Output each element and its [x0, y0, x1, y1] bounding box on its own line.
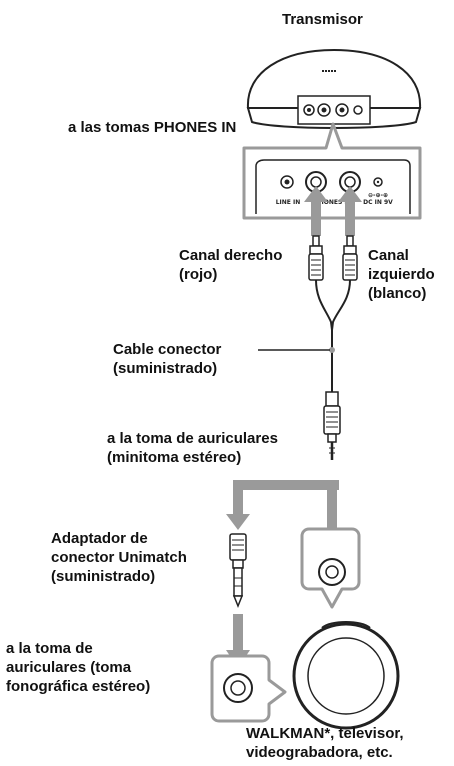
phones-in-callout: LINE IN PHONES IN DC IN 9V ⊖-⊕-⊕ [242, 122, 422, 220]
line-in-label: LINE IN [276, 199, 301, 206]
rca-plug-right [308, 235, 324, 281]
left-channel-label-2: izquierdo [368, 266, 435, 283]
adapter-supplied-label: (suministrado) [51, 568, 156, 585]
phono-jack-label: a la toma de [6, 640, 93, 657]
cable-callout-dot [329, 347, 335, 353]
phones-in-jacks-label: a las tomas PHONES IN [68, 119, 237, 136]
source-devices-label: WALKMAN*, televisor, [246, 725, 404, 742]
headphone-jack-label: a la toma de auriculares [107, 430, 278, 447]
dc-polarity-icon: ⊖-⊕-⊕ [368, 192, 388, 199]
phono-jack-type-label: fonográfica estéreo) [6, 678, 151, 695]
phono-jack-label-2: auriculares (toma [6, 659, 132, 676]
adapter-label: Adaptador de [51, 530, 148, 547]
adapter-label-2: conector Unimatch [51, 549, 187, 566]
phones-in-label: PHONES IN [314, 199, 351, 206]
right-channel-label: Canal derecho [179, 247, 283, 264]
headphone-jack-type-label: (minitoma estéreo) [107, 449, 242, 466]
stereo-mini-plug [323, 391, 341, 460]
cable-supplied-label: (suministrado) [113, 360, 218, 377]
source-devices-label-2: videograbadora, etc. [246, 744, 393, 761]
transmitter [246, 48, 422, 129]
left-channel-color-label: (blanco) [368, 285, 427, 302]
rca-plug-left [342, 235, 358, 281]
right-channel-color-label: (rojo) [179, 266, 218, 283]
transmitter-title: Transmisor [282, 11, 363, 28]
connecting-cable [315, 279, 351, 392]
source-device [292, 621, 400, 730]
plug-arrows [304, 186, 362, 236]
unimatch-adapter [229, 533, 247, 609]
cable-label: Cable conector [113, 341, 222, 358]
left-channel-label: Canal [368, 247, 409, 264]
mini-jack-callout [300, 527, 361, 609]
phono-jack-callout [210, 654, 287, 723]
dc-in-label: DC IN 9V [363, 199, 393, 206]
transmitter-vent-icon [322, 70, 336, 72]
